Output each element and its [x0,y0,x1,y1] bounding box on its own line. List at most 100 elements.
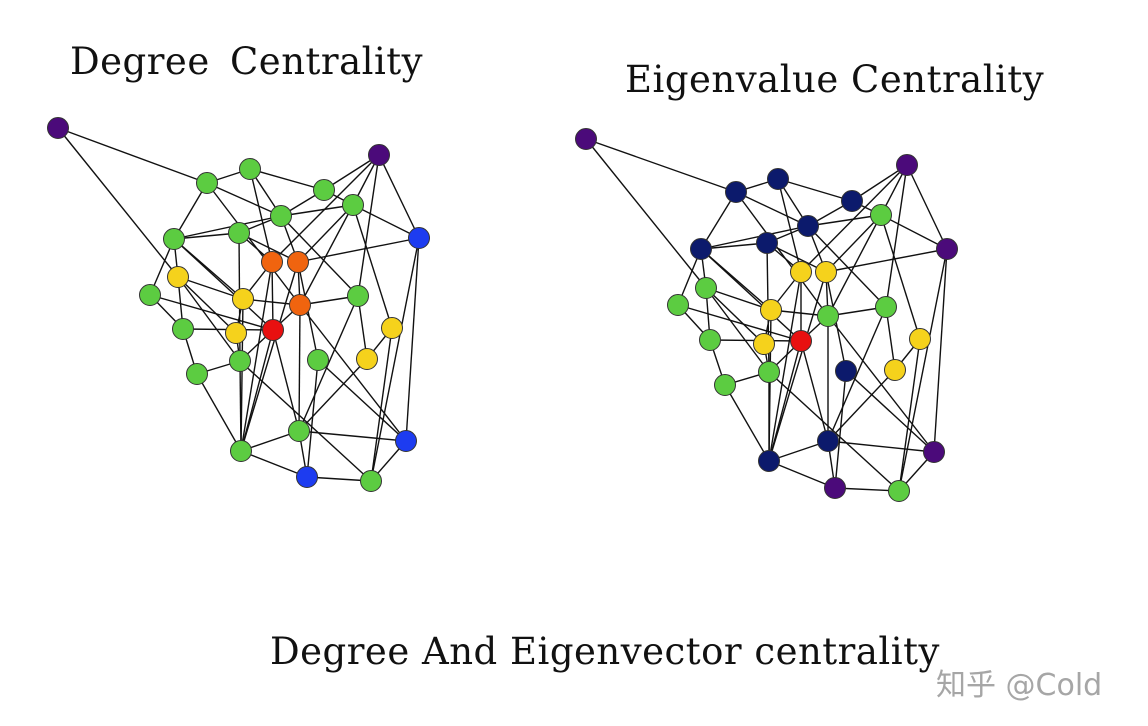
degree-node-green [172,318,194,340]
eigen-edge [700,191,737,250]
eigen-edge [735,191,829,317]
eigen-edge [827,214,882,317]
degree-edge [299,204,354,306]
eigen-node-purple [936,238,958,260]
degree-node-purple [368,144,390,166]
eigen-edge [705,287,772,311]
degree-edge [240,329,274,452]
eigen-edge [705,287,765,345]
eigen-edge [906,164,948,250]
eigen-node-navy [767,168,789,190]
eigen-edge [827,369,896,442]
degree-node-yellow [232,288,254,310]
eigen-node-green [870,204,892,226]
degree-node-green [288,420,310,442]
degree-node-green [360,470,382,492]
eigen-edge [585,138,707,289]
degree-edge [370,237,420,482]
degree-node-yellow [356,348,378,370]
eigen-edge [933,248,948,453]
eigenvalue-centrality-title: Eigenvalue Centrality [625,58,1045,101]
eigen-edge [768,460,836,489]
degree-node-green [139,284,161,306]
eigen-edge [825,214,882,273]
degree-edge [298,358,368,432]
eigen-node-navy [756,232,778,254]
degree-edge [280,204,354,217]
eigen-node-navy [835,360,857,382]
eigen-node-yellow [760,299,782,321]
eigen-edge [845,370,935,453]
eigen-edge [898,338,921,492]
degree-centrality-title: Degree Centrality [70,40,424,83]
degree-edge [298,295,359,432]
eigen-edge [677,304,802,342]
eigen-node-purple [923,441,945,463]
eigen-node-purple [575,128,597,150]
eigen-node-yellow [884,359,906,381]
eigen-edge [735,191,809,227]
eigen-node-green [695,277,717,299]
degree-edge [177,276,237,334]
degree-node-green [196,172,218,194]
degree-edge [249,168,325,191]
eigen-edge [700,242,768,250]
eigen-edge [700,248,802,342]
eigen-node-navy [758,450,780,472]
eigen-edge [705,287,770,373]
eigen-edge [777,178,802,273]
degree-edge [317,359,407,442]
eigen-edge [777,178,853,202]
eigen-edge [585,138,737,193]
degree-node-blue [395,430,417,452]
degree-edge [378,154,420,239]
degree-node-green [228,222,250,244]
eigen-node-green [699,329,721,351]
eigen-edge [807,225,887,308]
degree-node-yellow [381,317,403,339]
degree-edge [352,204,420,239]
degree-edge [206,182,282,217]
degree-edge [177,276,241,362]
degree-edge [297,204,354,263]
degree-node-green [186,363,208,385]
degree-edge [206,182,301,306]
eigen-edge [768,271,827,462]
eigen-node-yellow [753,333,775,355]
degree-edge [240,261,299,452]
degree-node-green [347,285,369,307]
eigen-node-purple [824,477,846,499]
bottom-caption: Degree And Eigenvector centrality [270,630,940,673]
degree-node-red [262,319,284,341]
degree-node-blue [408,227,430,249]
eigen-edge [880,214,921,340]
degree-edge [405,237,420,442]
degree-edge [249,168,273,263]
degree-edge [271,261,274,331]
degree-edge [57,127,179,278]
eigen-node-navy [841,190,863,212]
degree-node-yellow [225,322,247,344]
eigen-edge [880,214,948,250]
degree-node-green [307,349,329,371]
eigen-node-navy [797,215,819,237]
degree-node-orange [289,294,311,316]
eigen-node-red [790,330,812,352]
degree-edge [240,450,308,478]
eigen-node-green [875,296,897,318]
eigen-node-yellow [909,328,931,350]
eigen-edge [768,271,802,462]
degree-edge [239,360,372,482]
degree-edge [173,238,274,331]
eigen-edge [825,248,948,273]
degree-node-green [239,158,261,180]
eigen-edge [768,371,900,492]
degree-edge [173,215,282,240]
eigen-edge [807,214,882,227]
eigen-node-navy [817,430,839,452]
eigen-node-green [667,294,689,316]
degree-node-green [230,440,252,462]
degree-node-green [229,350,251,372]
eigen-node-green [758,361,780,383]
